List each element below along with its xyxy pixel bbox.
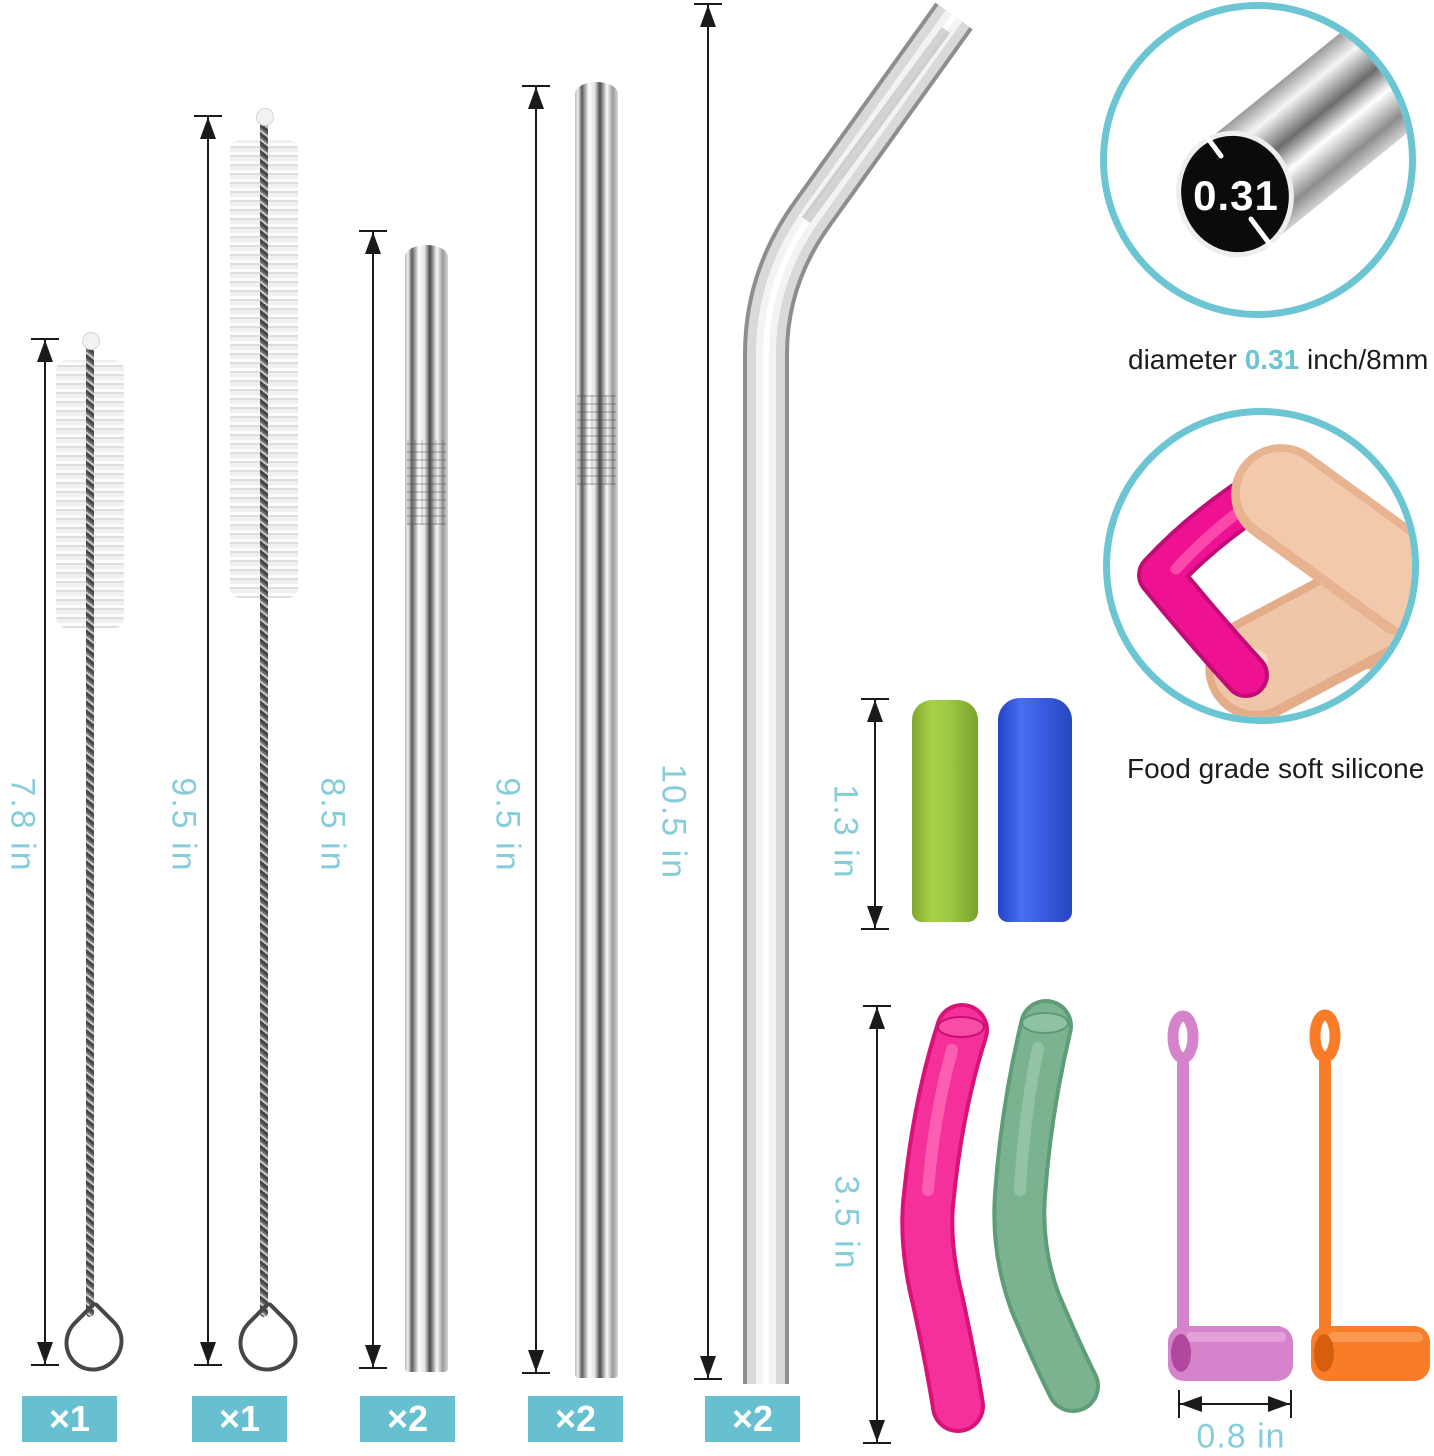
dimension-arrow-tip-short xyxy=(861,698,889,930)
diameter-caption-prefix: diameter xyxy=(1128,344,1245,375)
dimension-arrow-tip-long xyxy=(863,1005,891,1444)
brush-tip xyxy=(256,108,274,126)
length-label-straw-short: 8.5 in xyxy=(313,777,352,873)
straight-straw-long xyxy=(575,82,618,1378)
diameter-caption-suffix: inch/8mm xyxy=(1299,344,1429,375)
count-badge-brush-short: ×1 xyxy=(22,1396,117,1442)
count-badge-straw-long: ×2 xyxy=(528,1396,623,1442)
count-badge-straw-short: ×2 xyxy=(360,1396,455,1442)
width-label-hook: 0.8 in xyxy=(1196,1417,1286,1456)
small-silicone-tip-blue xyxy=(998,698,1072,922)
dimension-arrow-brush-short xyxy=(31,338,59,1366)
hook-strap-orange xyxy=(1309,1009,1430,1381)
dimension-arrow-straw-bent xyxy=(694,3,722,1380)
length-label-brush-long: 9.5 in xyxy=(164,777,203,873)
dimension-arrow-brush-long xyxy=(194,115,222,1366)
straight-straw-short xyxy=(405,245,448,1372)
bent-straw xyxy=(743,2,973,1384)
silicone-callout-circle xyxy=(1103,408,1419,724)
etched-band xyxy=(407,440,446,525)
count-badge-brush-long: ×1 xyxy=(192,1396,287,1442)
small-silicone-tip-green xyxy=(912,700,978,922)
diameter-callout-circle xyxy=(1100,2,1416,318)
etched-band xyxy=(577,395,616,485)
hook-strap-orchid xyxy=(1167,1010,1293,1381)
brush-stem xyxy=(260,122,268,1317)
dimension-arrow-hook-width xyxy=(1178,1390,1292,1418)
dimension-arrow-straw-long xyxy=(522,85,550,1374)
dimension-arrow-straw-short xyxy=(359,230,387,1369)
index-finger xyxy=(1231,444,1412,639)
length-label-tip-short: 1.3 in xyxy=(826,784,865,880)
diameter-caption-value: 0.31 xyxy=(1244,344,1300,375)
brush-stem xyxy=(86,345,94,1317)
silicone-caption: Food grade soft silicone xyxy=(1127,753,1425,784)
length-label-tip-long: 3.5 in xyxy=(827,1175,866,1271)
brush-tip xyxy=(82,332,100,350)
diameter-caption: diameter 0.31 inch/8mm xyxy=(1128,344,1428,376)
length-label-straw-bent: 10.5 in xyxy=(654,763,693,881)
straw-cross-section-art xyxy=(1176,9,1409,258)
long-silicone-tip-pink xyxy=(900,1003,989,1433)
long-silicone-tip-green xyxy=(992,999,1100,1413)
count-badge-straw-bent: ×2 xyxy=(705,1396,800,1442)
diameter-value-on-tube: 0.31 xyxy=(1193,172,1279,219)
length-label-brush-short: 7.8 in xyxy=(3,777,42,873)
length-label-straw-long: 9.5 in xyxy=(488,777,527,873)
